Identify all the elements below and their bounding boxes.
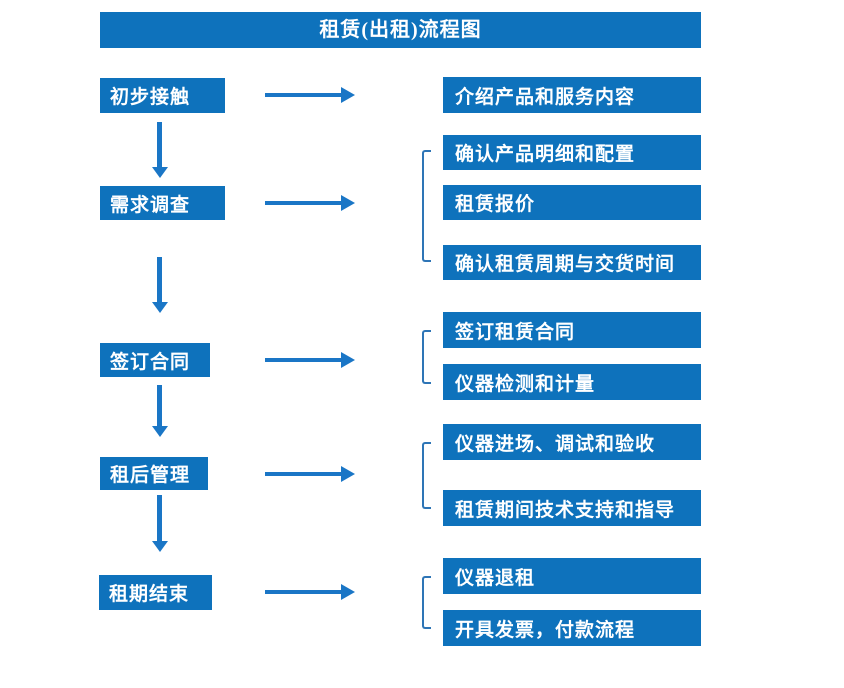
output-box-sign-rental-contract: 签订租赁合同 <box>443 312 701 348</box>
bracket-group-2-icon <box>422 150 431 262</box>
stage-box-demand-survey: 需求调查 <box>100 186 225 220</box>
bracket-group-3-icon <box>422 330 431 384</box>
arrow-right-4-icon <box>265 466 355 482</box>
bracket-group-5-icon <box>422 576 431 629</box>
arrow-down-1-icon <box>152 122 168 178</box>
bracket-group-4-icon <box>422 442 431 509</box>
output-box-confirm-product-details: 确认产品明细和配置 <box>443 135 701 170</box>
stage-box-sign-contract: 签订合同 <box>100 343 210 377</box>
arrow-right-2-icon <box>265 195 355 211</box>
output-box-tech-support: 租赁期间技术支持和指导 <box>443 490 701 526</box>
stage-box-rental-end: 租期结束 <box>99 575 212 610</box>
stage-box-initial-contact: 初步接触 <box>100 78 225 113</box>
output-box-introduce-products: 介绍产品和服务内容 <box>443 77 701 113</box>
output-box-invoice-payment: 开具发票，付款流程 <box>443 610 701 646</box>
arrow-down-3-icon <box>152 385 168 437</box>
output-box-instrument-testing: 仪器检测和计量 <box>443 364 701 400</box>
arrow-right-1-icon <box>265 87 355 103</box>
arrow-down-4-icon <box>152 495 168 552</box>
arrow-down-2-icon <box>152 257 168 313</box>
arrow-right-3-icon <box>265 352 355 368</box>
output-box-instrument-return: 仪器退租 <box>443 558 701 594</box>
flowchart-title: 租赁(出租)流程图 <box>100 12 701 48</box>
arrow-right-5-icon <box>265 584 355 600</box>
output-box-confirm-rental-period: 确认租赁周期与交货时间 <box>443 245 701 280</box>
stage-box-post-rental-management: 租后管理 <box>100 457 208 490</box>
output-box-instrument-setup: 仪器进场、调试和验收 <box>443 424 701 460</box>
output-box-rental-quote: 租赁报价 <box>443 185 701 220</box>
